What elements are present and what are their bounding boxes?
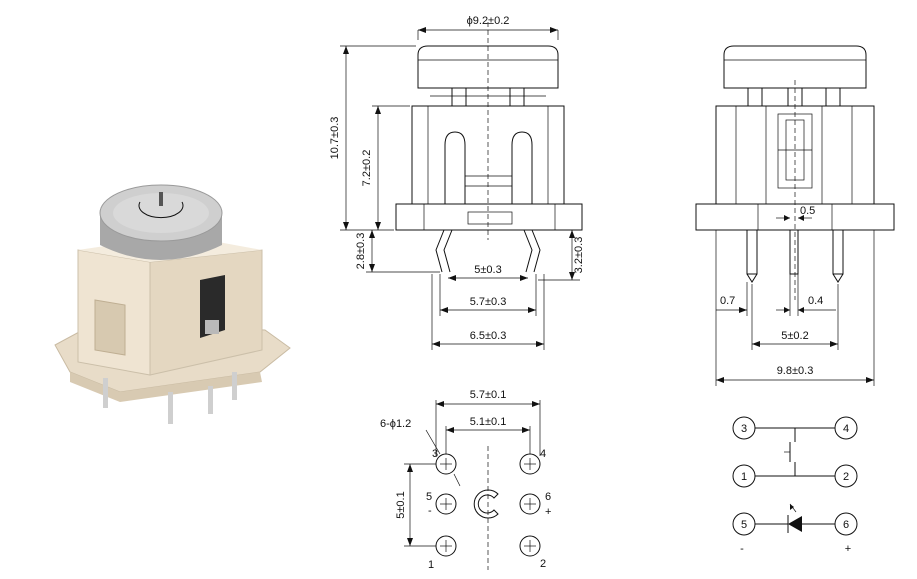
cap-diameter-label: ϕ9.2±0.2 — [467, 15, 510, 27]
hole-5 — [435, 493, 457, 515]
body-height-label: 7.2±0.2 — [361, 150, 373, 187]
sch-label-5: 5 — [741, 519, 747, 531]
sch-label-4: 4 — [843, 423, 849, 435]
footprint-inner-label: 5.1±0.1 — [470, 416, 507, 428]
fp-pin-3: 3 — [432, 448, 438, 460]
hole-spec-label: 6-ϕ1.2 — [380, 418, 411, 430]
fp-minus: - — [428, 505, 432, 517]
sch-label-2: 2 — [843, 471, 849, 483]
sch-minus: - — [740, 543, 744, 555]
sch-label-1: 1 — [741, 471, 747, 483]
leg-right-label: 3.2±0.3 — [573, 237, 585, 274]
pin-width-label: 0.4 — [808, 295, 823, 307]
fp-pin-2: 2 — [540, 558, 546, 570]
width-outer-label: 6.5±0.3 — [470, 330, 507, 342]
leg-left-label: 2.8±0.3 — [355, 233, 367, 270]
front-view: ϕ9.2±0.2 10.7±0.3 7.2±0.2 2.8±0.3 3.2±0.… — [329, 15, 585, 350]
total-height-label: 10.7±0.3 — [329, 117, 341, 160]
pin-offset-mid-label: 0.5 — [800, 205, 815, 217]
side-width-label: 9.8±0.3 — [777, 365, 814, 377]
hole-6 — [519, 493, 541, 515]
pitch-mid-label: 5.7±0.3 — [470, 296, 507, 308]
circuit-schematic: 3 4 1 2 5 6 - + — [732, 416, 858, 555]
product-photo — [54, 184, 291, 424]
fp-pin-5: 5 — [426, 491, 432, 503]
side-view: 0.5 0.7 0.4 5±0.2 9.8±0.3 — [695, 45, 895, 386]
footprint-outer-label: 5.7±0.1 — [470, 389, 507, 401]
pitch-inner-label: 5±0.3 — [474, 264, 501, 276]
sch-plus: + — [845, 543, 851, 555]
led-symbol — [788, 516, 802, 532]
fp-pin-4: 4 — [540, 448, 546, 460]
fp-pin-1: 1 — [428, 559, 434, 571]
sch-label-3: 3 — [741, 423, 747, 435]
locator-mark — [473, 489, 499, 519]
side-pitch-label: 5±0.2 — [781, 330, 808, 342]
pin-offset-left-label: 0.7 — [720, 295, 735, 307]
pcb-footprint: 3 4 5 - 6 + 1 2 5.7±0.1 5.1±0.1 6-ϕ1.2 5… — [380, 389, 551, 571]
hole-2 — [519, 535, 541, 557]
fp-pin-6: 6 — [545, 491, 551, 503]
footprint-vertical-label: 5±0.1 — [395, 491, 407, 518]
sch-label-6: 6 — [843, 519, 849, 531]
fp-plus: + — [545, 506, 551, 518]
